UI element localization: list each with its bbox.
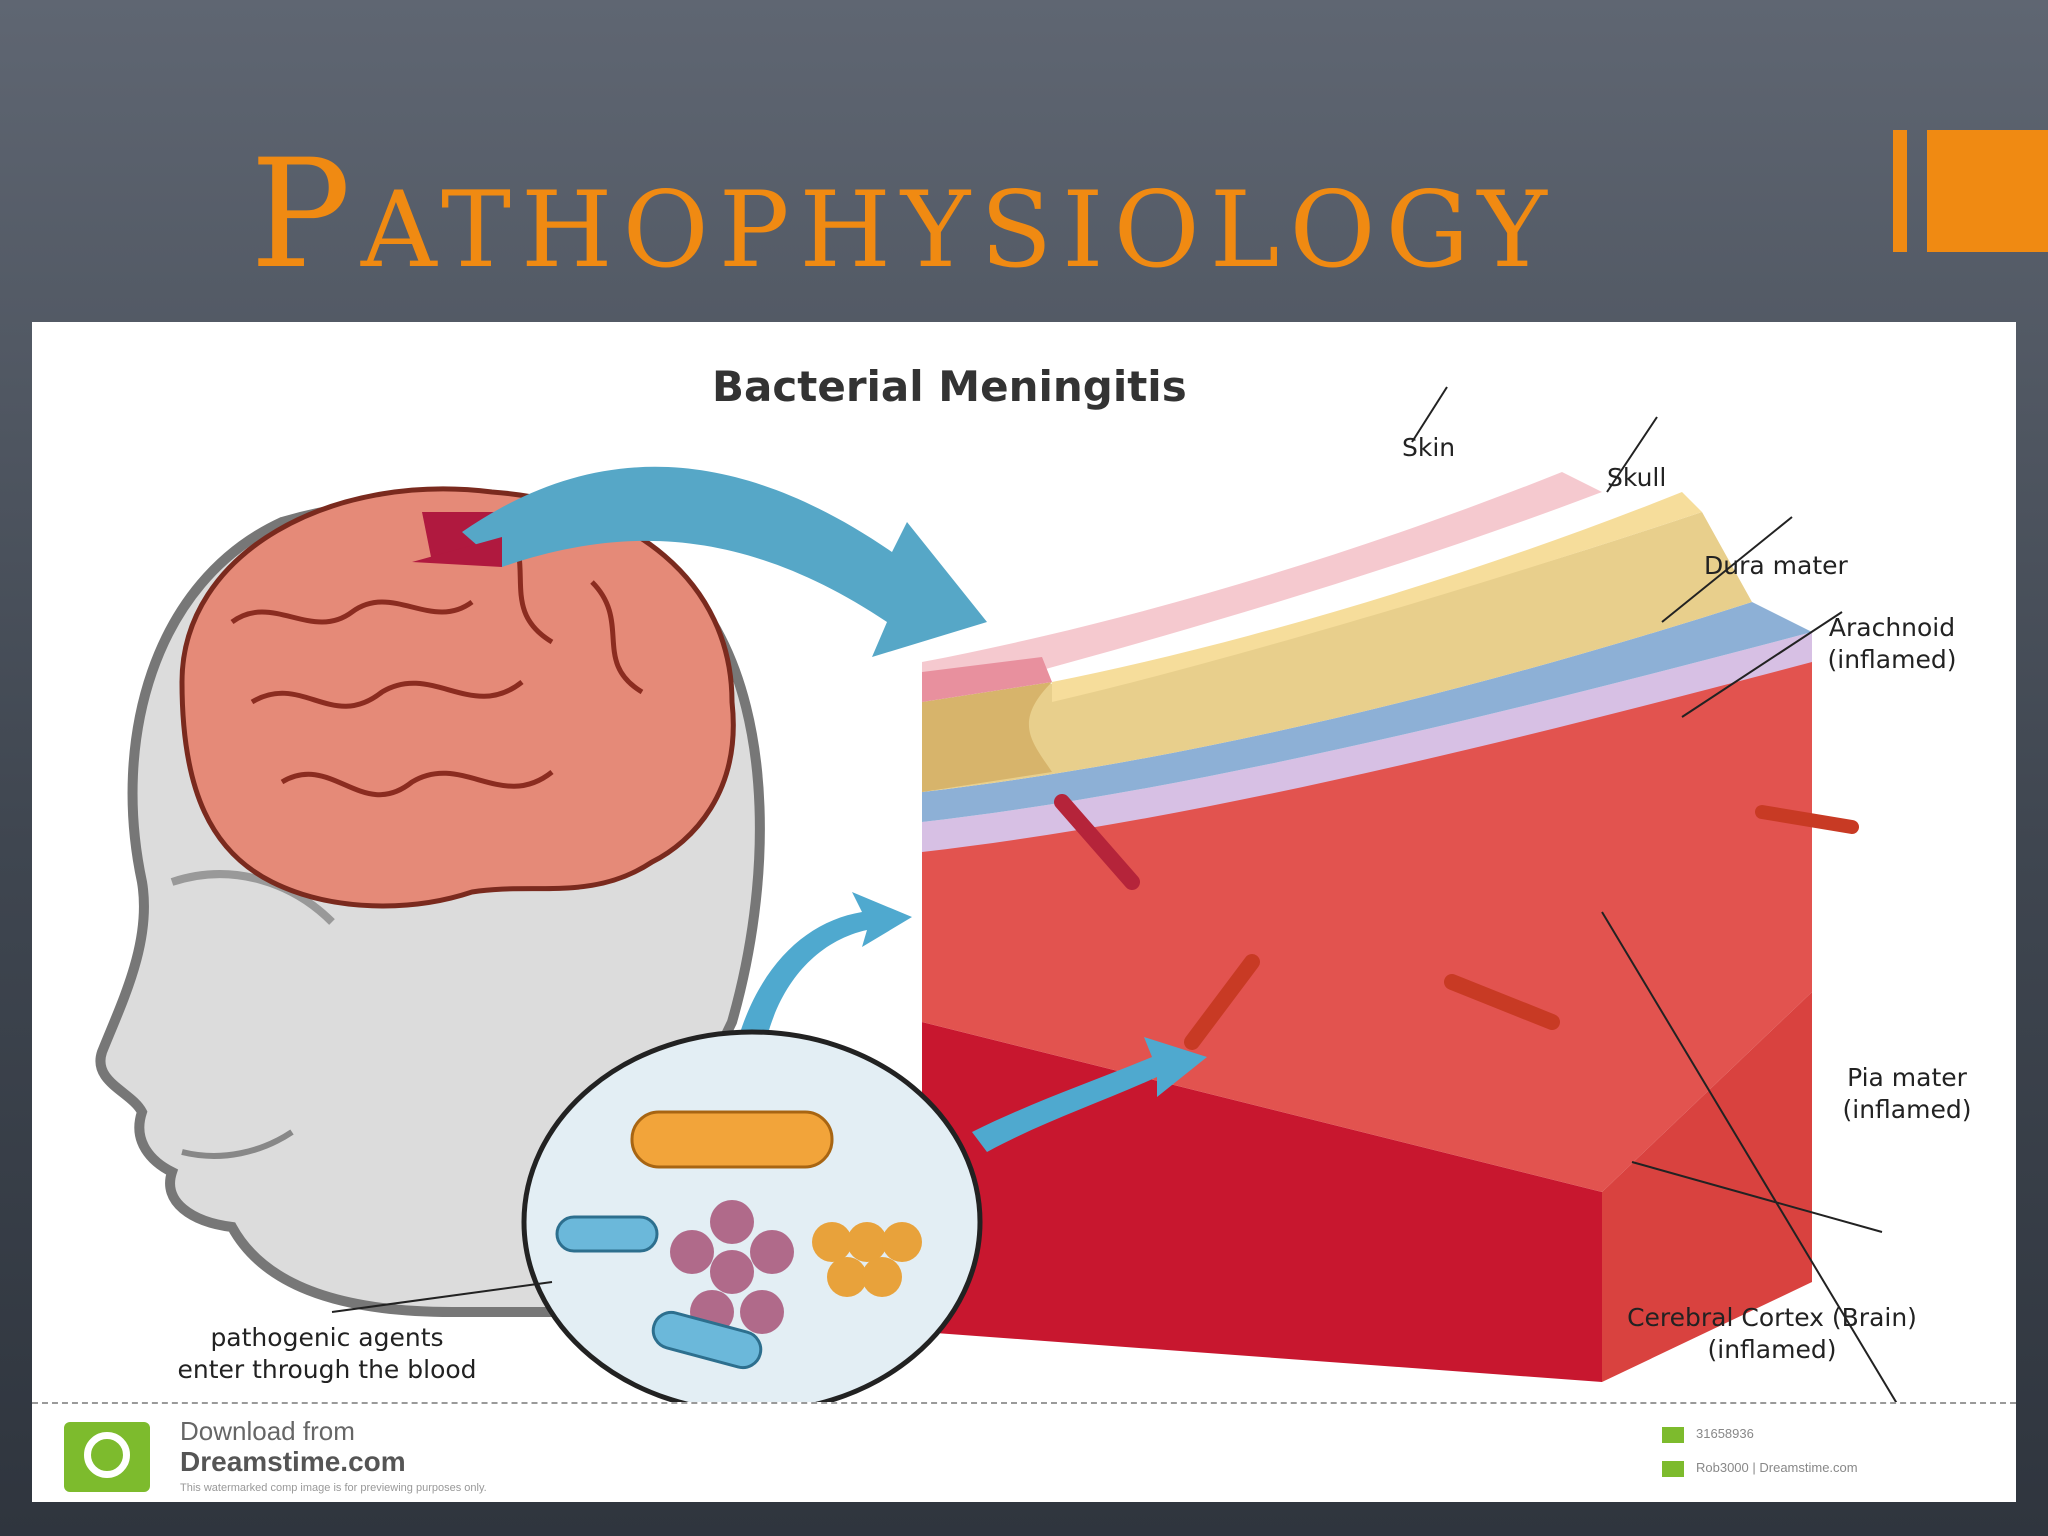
label-skin: Skin — [1402, 433, 1456, 462]
label-pathogenic-agents: pathogenic agents enter through the bloo… — [112, 1322, 542, 1386]
label-cortex-line2: (inflamed) — [1707, 1335, 1837, 1364]
label-skull: Skull — [1607, 463, 1667, 492]
label-cortex-line1: Cerebral Cortex (Brain) — [1627, 1303, 1917, 1332]
label-pathogen-line2: enter through the blood — [177, 1355, 477, 1384]
pathogen-circle — [521, 1029, 983, 1402]
watermark-footer: Download from Dreamstime.com This waterm… — [32, 1402, 2016, 1502]
label-pia-mater: Pia mater (inflamed) — [1817, 1062, 1997, 1126]
blue-arrow-small-1 — [732, 892, 912, 1062]
author-icon — [1662, 1460, 1684, 1477]
label-arachnoid: Arachnoid (inflamed) — [1792, 612, 1992, 676]
label-arachnoid-line2: (inflamed) — [1827, 645, 1957, 674]
image-id: 31658936 — [1696, 1426, 1754, 1441]
meningitis-illustration: Bacterial Meningitis Skin Skull Dura mat… — [32, 322, 2016, 1502]
label-pia-line1: Pia mater — [1847, 1063, 1967, 1092]
leader-lines — [331, 386, 1898, 1402]
author-credit: Rob3000 | Dreamstime.com — [1696, 1460, 1858, 1475]
label-pia-line2: (inflamed) — [1842, 1095, 1972, 1124]
figure-title: Bacterial Meningitis — [712, 362, 1187, 411]
label-cerebral-cortex: Cerebral Cortex (Brain) (inflamed) — [1562, 1302, 1982, 1366]
tissue-block — [922, 472, 1859, 1382]
label-arachnoid-line1: Arachnoid — [1828, 613, 1956, 642]
download-from-text: Download from — [180, 1416, 355, 1446]
accent-bar — [1893, 130, 1907, 252]
illustration-artwork — [95, 386, 1898, 1402]
label-dura-mater: Dura mater — [1704, 551, 1848, 580]
label-pathogen-line1: pathogenic agents — [210, 1323, 444, 1352]
site-name: Dreamstime.com — [180, 1446, 406, 1477]
author-row: Rob3000 | Dreamstime.com — [1662, 1460, 1858, 1477]
fine-print: This watermarked comp image is for previ… — [180, 1482, 487, 1494]
blue-arrow-small-2 — [972, 1037, 1207, 1152]
accent-square — [1927, 130, 2048, 252]
slide-title: Pathophysiology — [250, 128, 1557, 302]
id-icon — [1662, 1426, 1684, 1443]
image-id-row: 31658936 — [1662, 1426, 1754, 1443]
dreamstime-logo — [64, 1422, 150, 1492]
blue-arrow-large — [412, 466, 987, 657]
